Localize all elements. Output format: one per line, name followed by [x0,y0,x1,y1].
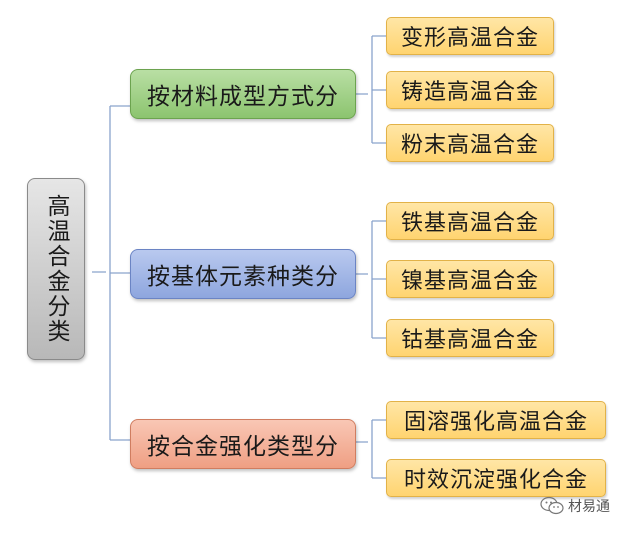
leaf-wrought-superalloy: 变形高温合金 [386,17,554,55]
leaf-precipitation-hardened-alloy: 时效沉淀强化合金 [386,459,606,497]
watermark-text: 材易通 [568,499,610,515]
leaf-powder-superalloy: 粉末高温合金 [386,124,554,162]
category-matrix-element: 按基体元素种类分 [130,249,356,299]
leaf-cast-superalloy: 铸造高温合金 [386,71,554,109]
category-strengthening-type: 按合金强化类型分 [130,419,356,469]
leaf-cobalt-based-superalloy: 钴基高温合金 [386,319,554,357]
leaf-solid-solution-superalloy: 固溶强化高温合金 [386,401,606,439]
category-2-connector [356,220,386,339]
watermark: 材易通 [540,496,610,516]
leaf-nickel-based-superalloy: 镍基高温合金 [386,260,554,298]
category-1-connector [356,35,386,144]
root-connector [92,105,130,441]
category-3-connector [356,419,386,479]
leaf-iron-based-superalloy: 铁基高温合金 [386,202,554,240]
category-molding-method: 按材料成型方式分 [130,69,356,119]
wechat-icon [540,496,564,515]
root-node: 高温合金分类 [27,178,85,360]
